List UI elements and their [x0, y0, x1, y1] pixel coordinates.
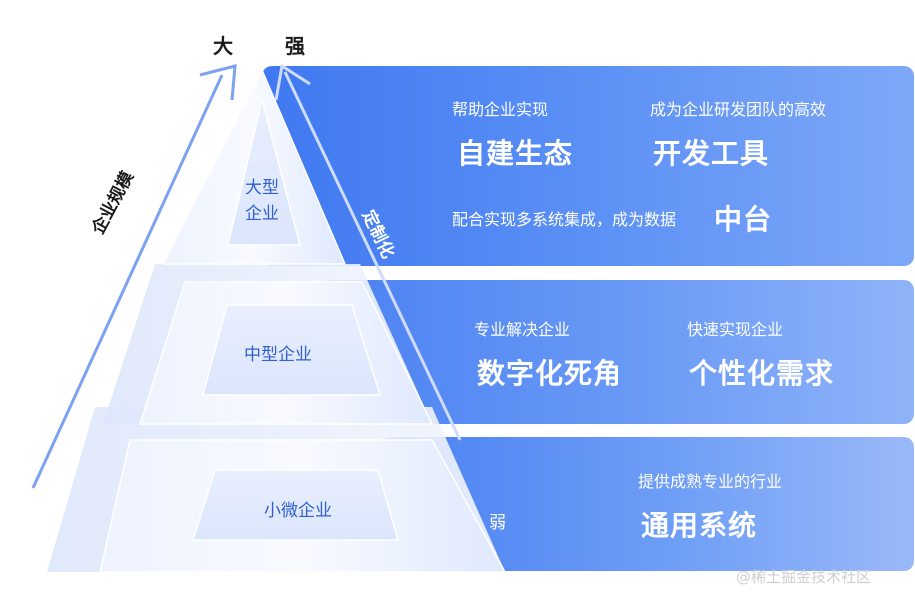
small-text-1: 提供成熟专业的行业 [638, 472, 783, 491]
axis-left-arrowhead [199, 64, 237, 101]
axis-left-line [31, 74, 224, 489]
large-text-2: 成为企业研发团队的高效 [650, 100, 827, 119]
large-big-1: 自建生态 [457, 137, 574, 170]
tier-middle-inner [202, 304, 382, 396]
label-large: 大 [213, 34, 233, 58]
tier-medium-name: 中型企业 [244, 345, 312, 365]
watermark: @稀土掘金技术社区 [736, 568, 872, 586]
tier-large-name-line1: 大型 [245, 178, 279, 198]
large-text-1: 帮助企业实现 [452, 100, 549, 119]
tier-bottom-inner [191, 469, 399, 541]
large-text-3: 配合实现多系统集成，成为数据 [452, 210, 677, 229]
medium-big-2: 个性化需求 [689, 357, 835, 390]
panel-large-enterprise [262, 66, 914, 266]
tier-small-name: 小微企业 [264, 501, 332, 521]
large-big-2: 开发工具 [653, 137, 770, 170]
tier-large-name: 大型 企业 [240, 175, 284, 227]
axis-right-arrowhead [274, 63, 311, 101]
axis-right-line [283, 71, 462, 441]
label-weak: 弱 [489, 513, 506, 533]
medium-text-1: 专业解决企业 [474, 320, 571, 339]
tier-top-inner [227, 99, 301, 246]
large-big-3: 中台 [714, 203, 773, 236]
tier-large-name-line2: 企业 [245, 204, 279, 224]
label-strong: 强 [285, 34, 305, 58]
medium-text-2: 快速实现企业 [687, 320, 784, 339]
small-big-1: 通用系统 [641, 509, 758, 542]
medium-big-1: 数字化死角 [477, 357, 623, 390]
